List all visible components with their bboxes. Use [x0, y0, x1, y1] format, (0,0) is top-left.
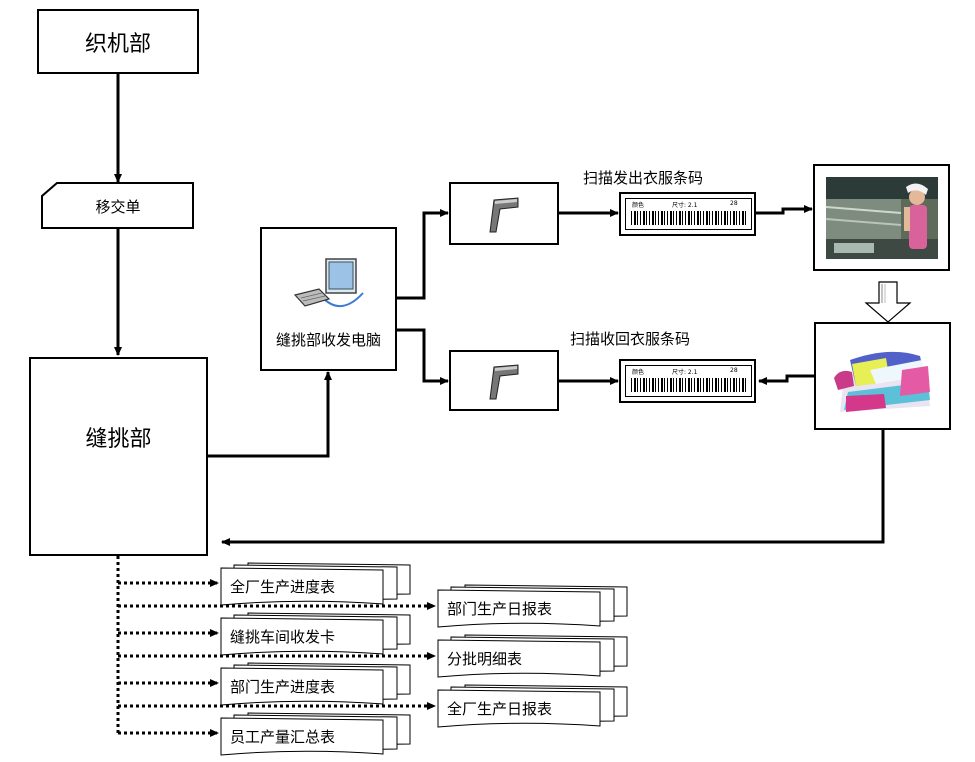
barcode-label-bottom: 颜色 尺寸: 2.1 28	[619, 359, 756, 403]
report-label: 员工产量汇总表	[230, 728, 336, 746]
arrow-sewing-to-computer	[207, 371, 332, 458]
scan-out-caption: 扫描发出衣服条码	[583, 169, 704, 187]
factory-photo	[826, 177, 938, 259]
barcode-text-right: 28	[730, 367, 738, 374]
report-doc-right-1: 部门生产日报表	[437, 584, 632, 628]
report-doc-left-1: 全厂生产进度表	[220, 562, 415, 606]
report-doc-right-2: 分批明细表	[437, 634, 632, 678]
scanner-box-bottom	[449, 350, 559, 411]
computer-label: 缝挑部收发电脑	[275, 331, 381, 349]
computer-icon	[293, 258, 364, 307]
sewing-dept-label: 缝挑部	[85, 426, 152, 452]
factory-photo-frame	[813, 164, 950, 271]
computer-box: 缝挑部收发电脑	[260, 227, 397, 371]
barcode-text-mid: 尺寸: 2.1	[672, 369, 698, 376]
weaving-dept-box: 织机部	[37, 9, 199, 74]
report-doc-right-3: 全厂生产日报表	[437, 684, 632, 728]
barcode-scanner-icon	[489, 196, 519, 232]
barcode-text-mid: 尺寸: 2.1	[672, 202, 698, 209]
stacked-doc-shape	[437, 634, 628, 678]
report-label: 分批明细表	[447, 650, 523, 668]
report-doc-left-3: 部门生产进度表	[220, 662, 415, 706]
sewing-dept-box: 缝挑部	[29, 357, 208, 556]
stacked-doc-shape	[220, 562, 411, 606]
report-label: 全厂生产日报表	[447, 700, 553, 718]
barcode-text-left: 颜色	[632, 369, 645, 376]
stacked-doc-shape	[220, 662, 411, 706]
transfer-slip-label: 移交单	[95, 198, 141, 216]
garments-photo-frame	[814, 322, 951, 430]
report-label: 全厂生产进度表	[230, 578, 336, 596]
arrow-barcode-to-factory	[756, 205, 813, 215]
scanner-box-top	[449, 182, 559, 245]
stacked-doc-shape	[437, 584, 628, 628]
down-arrow-icon	[864, 281, 912, 323]
barcode-label-top: 颜色 尺寸: 2.1 28	[619, 192, 756, 236]
scan-back-caption: 扫描收回衣服条码	[570, 330, 691, 348]
barcode-text-right: 28	[730, 200, 738, 207]
arrow-garments-to-barcode	[758, 374, 814, 385]
weaving-dept-label: 织机部	[84, 31, 151, 57]
arrow-computer-to-scanner-top	[397, 209, 449, 300]
report-doc-left-4: 员工产量汇总表	[220, 712, 415, 756]
report-doc-left-2: 缝挑车间收发卡	[220, 612, 415, 656]
transfer-slip-shape	[41, 182, 194, 229]
stacked-doc-shape	[220, 712, 411, 756]
barcode-scanner-icon	[489, 363, 519, 399]
report-label: 部门生产进度表	[230, 678, 336, 696]
report-label: 部门生产日报表	[447, 600, 553, 618]
arrow-garments-to-sewing	[221, 430, 885, 546]
report-label: 缝挑车间收发卡	[230, 628, 336, 646]
stacked-doc-shape	[437, 684, 628, 728]
stacked-doc-shape	[220, 612, 411, 656]
garments-photo	[834, 351, 930, 412]
barcode-text-left: 颜色	[632, 202, 645, 209]
arrow-computer-to-scanner-bottom	[397, 328, 449, 385]
